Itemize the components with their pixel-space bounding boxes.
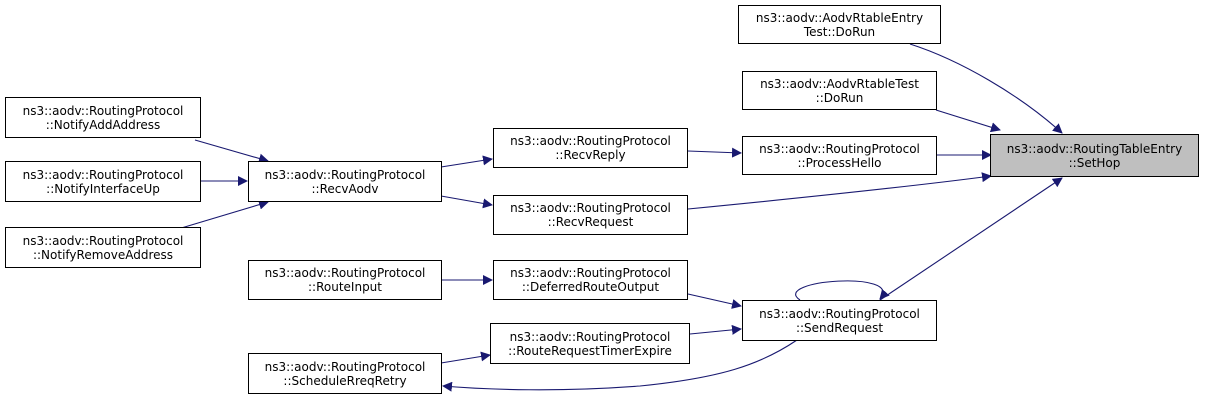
edge-deferred-output-to-send-request: [687, 293, 742, 309]
node-schedule-rreq-retry[interactable]: ns3::aodv::RoutingProtocol ::ScheduleRre…: [248, 353, 442, 394]
node-deferred-route-output-line2: ::DeferredRouteOutput: [521, 280, 660, 294]
node-notify-remove-address[interactable]: ns3::aodv::RoutingProtocol ::NotifyRemov…: [5, 227, 201, 268]
edge-schedule-rreq-to-rreq-timer: [440, 351, 491, 364]
node-recv-aodv-line1: ns3::aodv::RoutingProtocol: [264, 167, 426, 182]
node-route-input-line1: ns3::aodv::RoutingProtocol: [264, 266, 426, 280]
node-notify-remove-address-line2: ::NotifyRemoveAddress: [32, 247, 174, 262]
node-route-input-line2: ::RouteInput: [308, 280, 382, 294]
node-schedule-rreq-retry-line1: ns3::aodv::RoutingProtocol: [264, 359, 426, 374]
node-recv-aodv[interactable]: ns3::aodv::RoutingProtocol ::RecvAodv: [248, 161, 442, 202]
node-recv-reply[interactable]: ns3::aodv::RoutingProtocol ::RecvReply: [493, 128, 688, 168]
node-send-request-line2: ::SendRequest: [795, 320, 884, 335]
edge-recv-aodv-to-recv-reply: [440, 155, 493, 168]
node-rtable-entry-test-line2: Test::DoRun: [803, 24, 876, 39]
node-rtable-test-line1: ns3::aodv::AodvRtableTest: [760, 76, 919, 91]
node-recv-aodv-line2: ::RecvAodv: [311, 181, 379, 196]
node-process-hello-line1: ns3::aodv::RoutingProtocol: [759, 141, 920, 156]
node-send-request-line1: ns3::aodv::RoutingProtocol: [759, 306, 920, 321]
edge-send-request-self-loop: [795, 280, 890, 301]
edge-send-request-to-set-hop: [879, 177, 1063, 301]
node-process-hello-line2: ::ProcessHello: [797, 155, 882, 170]
node-route-request-timer-expire-line1: ns3::aodv::RoutingProtocol: [509, 329, 671, 344]
node-notify-remove-address-line1: ns3::aodv::RoutingProtocol: [22, 233, 184, 248]
edge-rtable-entry-test-to-set-hop: [909, 43, 1063, 134]
node-process-hello[interactable]: ns3::aodv::RoutingProtocol ::ProcessHell…: [742, 136, 937, 175]
edge-notify-add-to-recv-aodv: [194, 139, 269, 164]
node-notify-interface-up-line2: ::NotifyInterfaceUp: [46, 181, 160, 196]
node-deferred-route-output-line1: ns3::aodv::RoutingProtocol: [510, 266, 671, 280]
node-recv-request[interactable]: ns3::aodv::RoutingProtocol ::RecvRequest: [493, 195, 688, 235]
node-notify-add-address[interactable]: ns3::aodv::RoutingProtocol ::NotifyAddAd…: [5, 97, 201, 138]
node-route-input[interactable]: ns3::aodv::RoutingProtocol ::RouteInput: [248, 260, 442, 300]
node-notify-add-address-line2: ::NotifyAddAddress: [45, 117, 161, 132]
node-deferred-route-output[interactable]: ns3::aodv::RoutingProtocol ::DeferredRou…: [493, 260, 688, 300]
edge-recv-request-to-set-hop: [687, 172, 992, 210]
node-route-request-timer-expire[interactable]: ns3::aodv::RoutingProtocol ::RouteReques…: [490, 323, 690, 364]
node-route-request-timer-expire-line2: ::RouteRequestTimerExpire: [508, 343, 672, 358]
node-rtable-entry-test[interactable]: ns3::aodv::AodvRtableEntry Test::DoRun: [738, 5, 941, 44]
node-notify-add-address-line1: ns3::aodv::RoutingProtocol: [22, 103, 184, 118]
node-set-hop-line2: ::SetHop: [1068, 155, 1121, 170]
edge-send-request-to-schedule-rreq: [442, 339, 798, 392]
node-rtable-test-line2: ::DoRun: [815, 90, 864, 105]
edge-rreq-timer-to-send-request: [689, 324, 742, 335]
edge-notify-remove-to-recv-aodv: [177, 199, 269, 230]
edge-rtable-test-to-set-hop: [935, 109, 1001, 133]
node-recv-reply-line2: ::RecvReply: [555, 148, 626, 162]
node-set-hop-line1: ns3::aodv::RoutingTableEntry: [1006, 141, 1183, 156]
node-recv-reply-line1: ns3::aodv::RoutingProtocol: [510, 134, 671, 148]
node-recv-request-line1: ns3::aodv::RoutingProtocol: [510, 201, 671, 215]
node-rtable-entry-test-line1: ns3::aodv::AodvRtableEntry: [755, 10, 924, 25]
edge-recv-reply-to-process-hello: [687, 147, 742, 158]
node-set-hop: ns3::aodv::RoutingTableEntry ::SetHop: [990, 134, 1199, 177]
node-send-request[interactable]: ns3::aodv::RoutingProtocol ::SendRequest: [742, 300, 937, 341]
node-schedule-rreq-retry-line2: ::ScheduleRreqRetry: [283, 373, 407, 388]
node-notify-interface-up[interactable]: ns3::aodv::RoutingProtocol ::NotifyInter…: [5, 161, 201, 202]
node-rtable-test[interactable]: ns3::aodv::AodvRtableTest ::DoRun: [742, 71, 937, 110]
node-notify-interface-up-line1: ns3::aodv::RoutingProtocol: [22, 167, 184, 182]
edge-recv-aodv-to-recv-request: [440, 195, 493, 209]
node-recv-request-line2: ::RecvRequest: [547, 215, 634, 229]
